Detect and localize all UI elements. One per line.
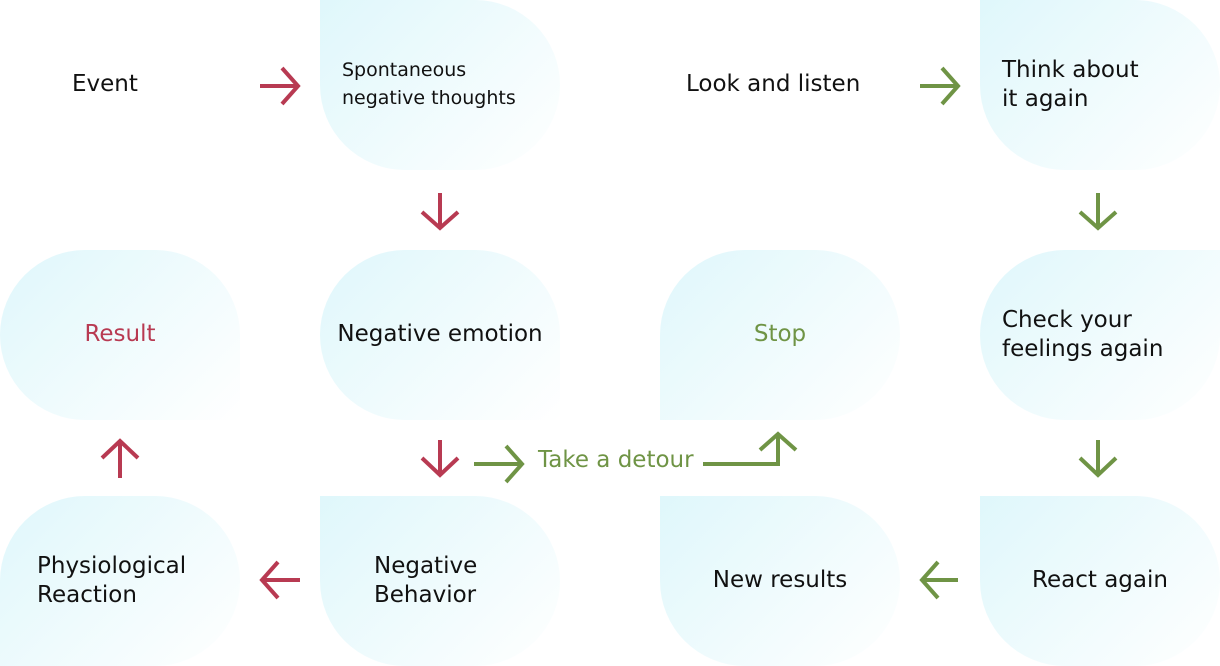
physiological-label: Physiological Reaction	[37, 552, 187, 608]
arrow-think-to-check	[1078, 193, 1118, 231]
arrow-behavior-to-physiological	[259, 560, 300, 600]
check-label: Check your feelings again	[1002, 306, 1164, 362]
thoughts-label: Spontaneous negative thoughts	[342, 59, 516, 109]
node-check-feelings: Check your feelings again	[980, 250, 1220, 420]
arrow-emotion-to-behavior	[420, 440, 460, 478]
stop-label: Stop	[753, 321, 807, 348]
arrow-event-to-thoughts	[260, 66, 301, 106]
emotion-label: Negative emotion	[337, 321, 543, 348]
behavior-label: Negative Behavior	[374, 552, 478, 608]
new-results-label: New results	[712, 567, 848, 594]
arrow-check-to-react	[1078, 440, 1118, 478]
arrow-detour-to-stop	[703, 431, 798, 466]
arrow-thoughts-to-emotion	[420, 193, 460, 231]
node-result: Result	[0, 250, 240, 420]
arrow-look-to-think	[920, 66, 961, 106]
node-look-and-listen: Look and listen	[664, 0, 904, 170]
think-label: Think about it again	[1002, 56, 1139, 112]
react-label: React again	[1032, 567, 1168, 594]
node-negative-emotion: Negative emotion	[320, 250, 560, 420]
node-physiological-reaction: Physiological Reaction	[0, 496, 240, 666]
arrow-react-to-new-results	[919, 560, 958, 600]
look-label: Look and listen	[686, 71, 861, 98]
event-label: Event	[72, 71, 138, 98]
node-negative-behavior: Negative Behavior	[320, 496, 560, 666]
node-think-again: Think about it again	[980, 0, 1220, 170]
node-new-results: New results	[660, 496, 900, 666]
node-stop: Stop	[660, 250, 900, 420]
arrow-detour-start	[474, 444, 525, 484]
arrow-physiological-to-result	[100, 438, 140, 478]
node-react-again: React again	[980, 496, 1220, 666]
node-spontaneous-negative-thoughts: Spontaneous negative thoughts	[320, 0, 560, 170]
take-a-detour-label: Take a detour	[538, 447, 694, 473]
node-event: Event	[50, 0, 290, 170]
result-label: Result	[84, 321, 156, 348]
